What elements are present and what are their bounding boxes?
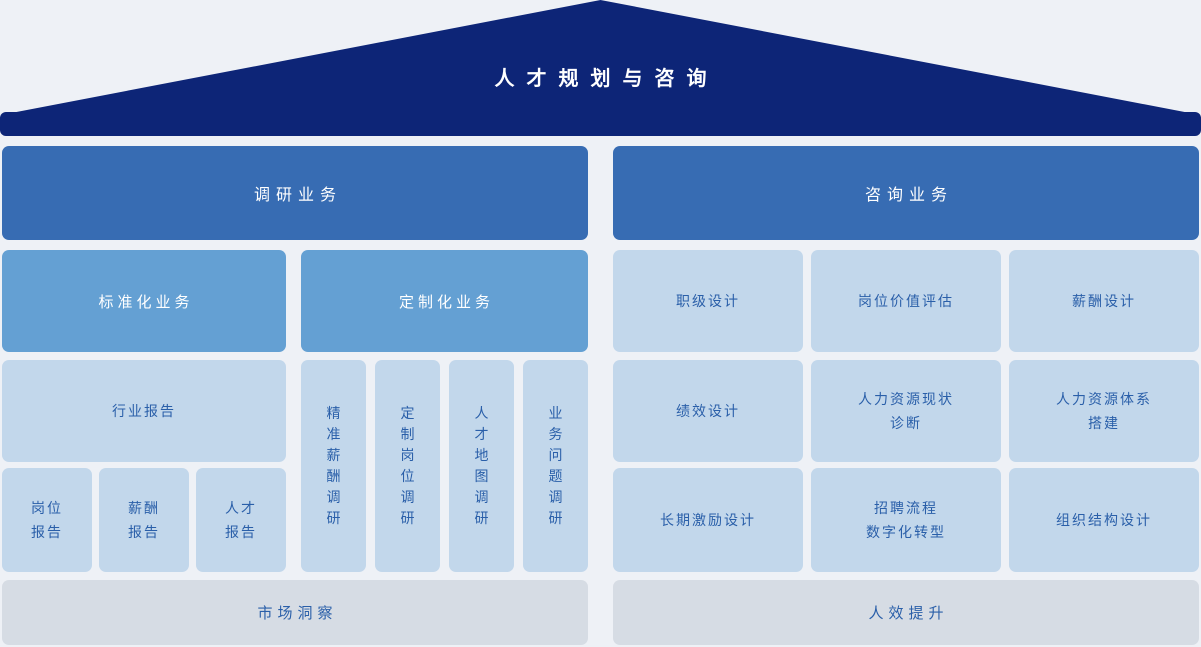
org-structure-design-label: 组织结构设计: [1056, 512, 1152, 528]
standardized-business-label: 标准化业务: [98, 293, 194, 311]
job-level-design-label: 职级设计: [676, 293, 740, 309]
consulting-header-label: 咨询业务: [864, 187, 953, 204]
recruitment-digital-transformation-label: 招聘流程 数字化转型: [866, 500, 946, 540]
market-insight-label: 市场洞察: [257, 605, 338, 622]
consulting-column: 咨询业务 职级设计 岗位价值评估 薪酬设计 绩效设计 人力资源现状 诊断 人力资…: [613, 146, 1199, 645]
roof-triangle-graphic: [0, 0, 1201, 136]
hr-system-building-box: 人力资源体系 搭建: [1009, 360, 1199, 462]
consulting-header: 咨询业务: [613, 146, 1199, 240]
business-problem-survey-label: 业务问题调研: [548, 405, 563, 526]
performance-design-label: 绩效设计: [676, 403, 740, 419]
talent-map-survey-label: 人才地图调研: [474, 405, 489, 526]
efficiency-improvement-bar: 人效提升: [613, 580, 1199, 645]
org-structure-design-box: 组织结构设计: [1009, 468, 1199, 572]
industry-report-label: 行业报告: [112, 403, 176, 419]
research-column: 调研业务 标准化业务 定制化业务 行业报告 岗位 报告 薪酬 报告 人才 报告 …: [2, 146, 588, 645]
standardized-business-box: 标准化业务: [2, 250, 286, 352]
job-level-design-box: 职级设计: [613, 250, 803, 352]
customized-business-box: 定制化业务: [301, 250, 588, 352]
salary-design-box: 薪酬设计: [1009, 250, 1199, 352]
precise-salary-survey-box: 精准薪酬调研: [301, 360, 366, 572]
efficiency-improvement-label: 人效提升: [868, 605, 949, 622]
position-report-box: 岗位 报告: [2, 468, 92, 572]
custom-position-survey-box: 定制岗位调研: [375, 360, 440, 572]
performance-design-box: 绩效设计: [613, 360, 803, 462]
hr-status-diagnosis-label: 人力资源现状 诊断: [858, 391, 954, 431]
position-value-evaluation-label: 岗位价值评估: [858, 293, 954, 309]
salary-report-label: 薪酬 报告: [128, 500, 160, 540]
research-header-label: 调研业务: [253, 187, 342, 204]
talent-report-box: 人才 报告: [196, 468, 286, 572]
talent-report-label: 人才 报告: [225, 500, 257, 540]
hr-system-building-label: 人力资源体系 搭建: [1056, 391, 1152, 431]
diagram-title: 人才规划与咨询: [494, 68, 719, 90]
hr-status-diagnosis-box: 人力资源现状 诊断: [811, 360, 1001, 462]
recruitment-digital-transformation-box: 招聘流程 数字化转型: [811, 468, 1001, 572]
long-term-incentive-design-label: 长期激励设计: [660, 512, 756, 528]
position-report-label: 岗位 报告: [31, 500, 63, 540]
custom-position-survey-label: 定制岗位调研: [400, 405, 415, 526]
business-problem-survey-box: 业务问题调研: [523, 360, 588, 572]
salary-design-label: 薪酬设计: [1072, 293, 1136, 309]
market-insight-bar: 市场洞察: [2, 580, 588, 645]
talent-map-survey-box: 人才地图调研: [449, 360, 514, 572]
customized-business-label: 定制化业务: [398, 293, 494, 311]
position-value-evaluation-box: 岗位价值评估: [811, 250, 1001, 352]
long-term-incentive-design-box: 长期激励设计: [613, 468, 803, 572]
research-header: 调研业务: [2, 146, 588, 240]
roof-shape: 人才规划与咨询: [0, 0, 1201, 136]
precise-salary-survey-label: 精准薪酬调研: [326, 405, 341, 526]
salary-report-box: 薪酬 报告: [99, 468, 189, 572]
industry-report-box: 行业报告: [2, 360, 286, 462]
